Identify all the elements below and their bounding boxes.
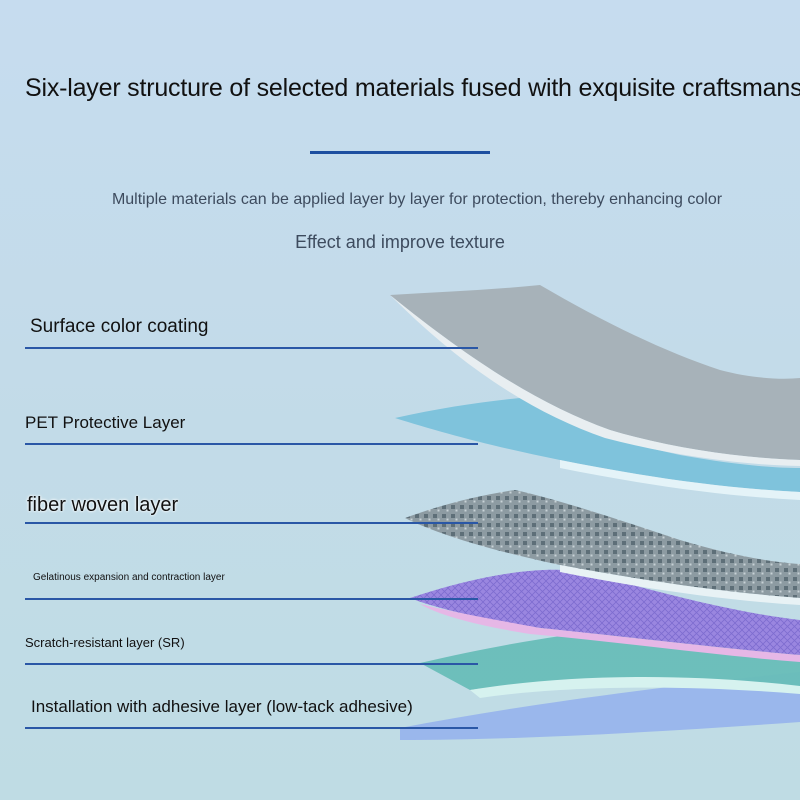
fiber-woven-layer-sheet	[405, 490, 800, 598]
surface-coating-sheet	[390, 285, 800, 460]
subtitle-line-2: Effect and improve texture	[295, 232, 505, 252]
label-scratch-resistant-layer: Scratch-resistant layer (SR)	[25, 635, 185, 650]
rule-surface-color-coating	[25, 347, 478, 349]
gelatinous-layer-sheet	[410, 569, 800, 655]
gelatinous-layer-edge	[420, 604, 800, 662]
subtitle-line-1: Multiple materials can be applied layer …	[111, 191, 723, 208]
rule-adhesive-layer	[25, 727, 478, 729]
label-surface-color-coating: Surface color coating	[30, 316, 209, 337]
surface-coating-edge	[390, 295, 800, 466]
pet-protective-layer-edge	[560, 460, 800, 500]
label-gelatinous-layer: Gelatinous expansion and contraction lay…	[33, 572, 225, 583]
pet-protective-layer-sheet	[395, 398, 800, 492]
label-pet-protective-layer: PET Protective Layer	[25, 413, 186, 432]
label-adhesive-layer: Installation with adhesive layer (low-ta…	[31, 697, 413, 716]
page-title: Six-layer structure of selected material…	[25, 74, 800, 102]
adhesive-layer-sheet	[400, 672, 800, 740]
rule-fiber-woven-layer	[25, 522, 478, 524]
rule-scratch-resistant-layer	[25, 663, 478, 665]
title-underline	[310, 151, 490, 154]
rule-pet-protective-layer	[25, 443, 478, 445]
scratch-resistant-layer-highlight	[470, 676, 800, 698]
fiber-woven-layer-edge	[560, 565, 800, 605]
rule-gelatinous-layer	[25, 598, 478, 600]
label-fiber-woven-layer: fiber woven layer	[27, 494, 179, 516]
